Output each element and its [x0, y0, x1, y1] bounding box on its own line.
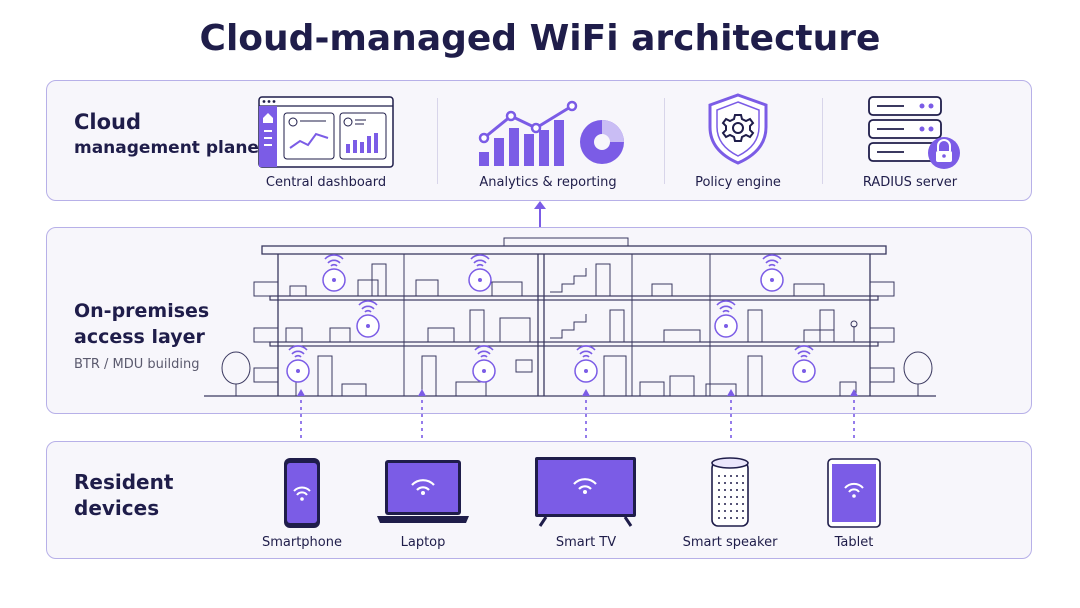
central-dashboard-label: Central dashboard	[265, 175, 387, 190]
devices-layer-subtitle: devices	[74, 496, 160, 520]
smart-tv-label: Smart TV	[555, 535, 617, 550]
analytics-label: Analytics & reporting	[479, 175, 617, 190]
server-lock-icon	[868, 96, 960, 169]
access-layer-subtitle: access layer	[74, 326, 205, 348]
devices-layer-title: Resident	[74, 470, 174, 494]
page-title: Cloud-managed WiFi architecture	[199, 18, 881, 59]
shield-gear-icon	[708, 93, 768, 165]
divider	[437, 98, 438, 184]
analytics-chart-icon	[478, 100, 624, 166]
laptop-label: Laptop	[400, 535, 446, 550]
uplink-arrow-icon	[534, 201, 546, 229]
access-layer-panel	[46, 227, 1032, 414]
cloud-layer-subtitle: management plane	[74, 138, 259, 158]
policy-engine-label: Policy engine	[695, 175, 781, 190]
smartphone-label: Smartphone	[261, 535, 342, 550]
tablet-label: Tablet	[834, 535, 874, 550]
access-point-icon	[286, 254, 816, 383]
access-layer-title: On-premises	[74, 300, 210, 322]
speaker-icon	[711, 457, 749, 527]
divider	[664, 98, 665, 184]
radius-server-label: RADIUS server	[862, 175, 958, 190]
laptop-icon	[377, 460, 469, 523]
apartment-building-icon	[204, 237, 936, 397]
building-type-label: BTR / MDU building	[74, 357, 200, 372]
dashboard-icon	[258, 96, 394, 168]
tv-icon	[535, 457, 636, 527]
smart-speaker-label: Smart speaker	[682, 535, 778, 550]
cloud-layer-title: Cloud	[74, 110, 142, 134]
smartphone-icon	[284, 458, 320, 528]
tablet-icon	[827, 458, 881, 528]
divider	[822, 98, 823, 184]
